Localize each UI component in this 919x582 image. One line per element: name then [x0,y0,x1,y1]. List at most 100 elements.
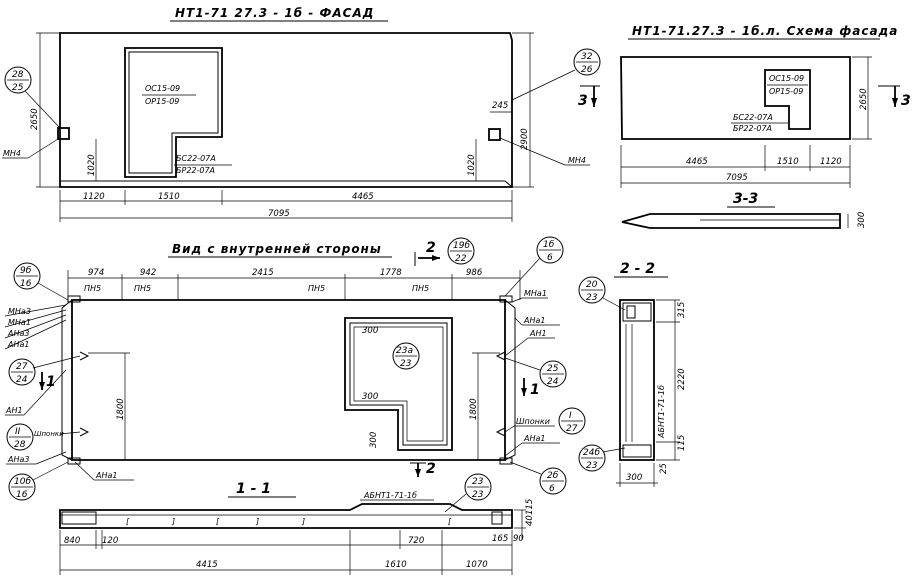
scheme-dim-3: 1120 [820,157,842,167]
section22-callout-bottom-top: 24б [583,448,600,458]
inner-pn-2: ПН5 [134,284,151,293]
inner-pn-1: ПН5 [84,284,101,293]
inner-callout-left-low-top: II [15,427,21,437]
scheme-window-label-2: ОР15-09 [769,87,803,96]
facade-plate-right [488,128,501,141]
inner-dim-w300a: 300 [362,326,378,336]
section22-dim-w: 300 [626,473,642,483]
inner-callout-top-right [447,237,475,265]
inner-label-10: АН1 [529,329,547,338]
section22-profile [619,299,655,461]
svg-text:[: [ [448,517,452,526]
facade-callout-left [4,66,32,94]
scheme-title: НТ1-71.27.3 - 1б.л. Схема фасада [632,24,898,38]
svg-text:]: ] [171,517,175,526]
section11-dim-5: 1610 [385,560,407,570]
inner-callout-right-mid [539,360,567,388]
inner-sec-bottom: 2 [426,461,436,477]
facade-plate-left [57,127,70,140]
inner-opening [344,317,453,451]
inner-callout-left-top-top: 9б [20,266,32,276]
inner-view: Вид с внутренней стороны 2 19б 22 1б 6 9… [4,236,586,501]
inner-callout-left-top-bottom: 16 [20,279,32,289]
facade-dim-h-right: 2900 [520,128,530,150]
inner-callout-right-top [536,236,564,264]
scheme-section-right: 3 [901,93,911,109]
section11-dim-1: 840 [64,536,80,546]
section22-title: 2 - 2 [620,261,655,277]
inner-dim-h-left: 1800 [116,398,126,420]
inner-sec-left: 1 [46,374,56,390]
inner-label-3: АНа1 [7,340,29,349]
section22-dim-3: 115 [677,435,687,451]
section22-callout-top [578,276,606,304]
inner-callout-left-low [6,423,34,451]
inner-callout-right-low-top: I [569,411,572,421]
facade-title: НТ1-71 27.3 - 1б - ФАСАД [175,6,374,20]
section11-profile [59,503,513,529]
inner-callout-right-top-top: 1б [543,240,555,250]
section-2-2: 2 - 2 АБНТ1-71-1б 20 23 24б 23 315 2220 … [578,261,687,487]
facade-window-label-2: ОР15-09 [145,97,179,106]
svg-text:]: ] [255,517,259,526]
facade-panel [59,32,513,188]
scheme-door-label-1: БС22-07А [733,113,773,122]
svg-text:[: [ [126,517,130,526]
inner-panel [71,299,506,461]
section33-dim: 300 [857,212,867,228]
inner-pn-3: ПН5 [308,284,325,293]
section11-label: АБНТ1-71-1б [363,491,417,500]
inner-dim-t3: 2415 [252,268,274,278]
inner-callout-left-bottom [8,473,36,501]
facade-view: НТ1-71 27.3 - 1б - ФАСАД ОС15-09 ОР15-09… [2,6,601,222]
inner-dim-t4: 1778 [380,268,402,278]
scheme-opening [764,69,811,130]
section11-callout-bottom: 23 [472,490,484,500]
section-1-1: 1 - 1 [ ] [ ] ] [ АБНТ1-71-1б 23 23 840 … [59,473,535,575]
inner-dim-t1: 974 [88,268,104,278]
facade-opening [124,47,223,178]
inner-label-11: Шпонки [516,417,550,426]
inner-label-5: Шпонки [34,430,64,438]
inner-label-2: АНа3 [7,329,29,338]
section22-callout-top-bottom: 23 [586,293,598,303]
section22-label: АБНТ1-71-1б [657,385,666,439]
facade-dim-2: 1510 [158,192,180,202]
facade-dim-sill-right: 1020 [467,154,477,176]
scheme-dim-1: 4465 [686,157,708,167]
inner-callout-center [392,342,420,370]
inner-callout-top-right-bottom: 22 [455,254,467,264]
inner-callout-left-bottom-top: 10б [14,477,31,487]
section22-callout-bottom-bottom: 23 [586,461,598,471]
inner-callout-right-mid-top: 25 [547,364,559,374]
section11-callout-top: 23 [472,477,484,487]
scheme-panel [620,56,851,140]
scheme-window-label-1: ОС15-09 [769,74,804,83]
section11-dim-3: 4415 [196,560,218,570]
inner-dim-t2: 942 [140,268,156,278]
inner-sec-right: 1 [530,382,540,398]
inner-label-7: АНа1 [95,471,117,480]
inner-callout-right-bottom [539,467,567,495]
facade-dim-h-left: 2650 [30,108,40,130]
facade-callout-left-bottom: 25 [12,83,24,93]
inner-label-12: АНа1 [523,434,545,443]
facade-dim-total: 7095 [268,209,290,219]
inner-label-8: МНа1 [524,289,547,298]
facade-callout-right [573,48,601,76]
inner-callout-left-mid-top: 27 [16,362,28,372]
inner-title: Вид с внутренней стороны [172,242,382,256]
inner-label-9: АНа1 [523,316,545,325]
facade-dim-3: 4465 [352,192,374,202]
section11-dim-6: 165 [492,534,508,544]
scheme-section-left: 3 [578,93,588,109]
inner-dim-w300b: 300 [362,392,378,402]
facade-dim-small: 245 [492,101,508,111]
inner-callout-left-top [13,262,41,290]
facade-door-label-1: БС22-07А [176,154,216,163]
section22-callout-bottom [578,444,606,472]
section11-dim-v2: 115 [525,499,535,515]
section22-callout-top-top: 20 [586,280,598,290]
inner-dim-t5: 986 [466,268,483,278]
